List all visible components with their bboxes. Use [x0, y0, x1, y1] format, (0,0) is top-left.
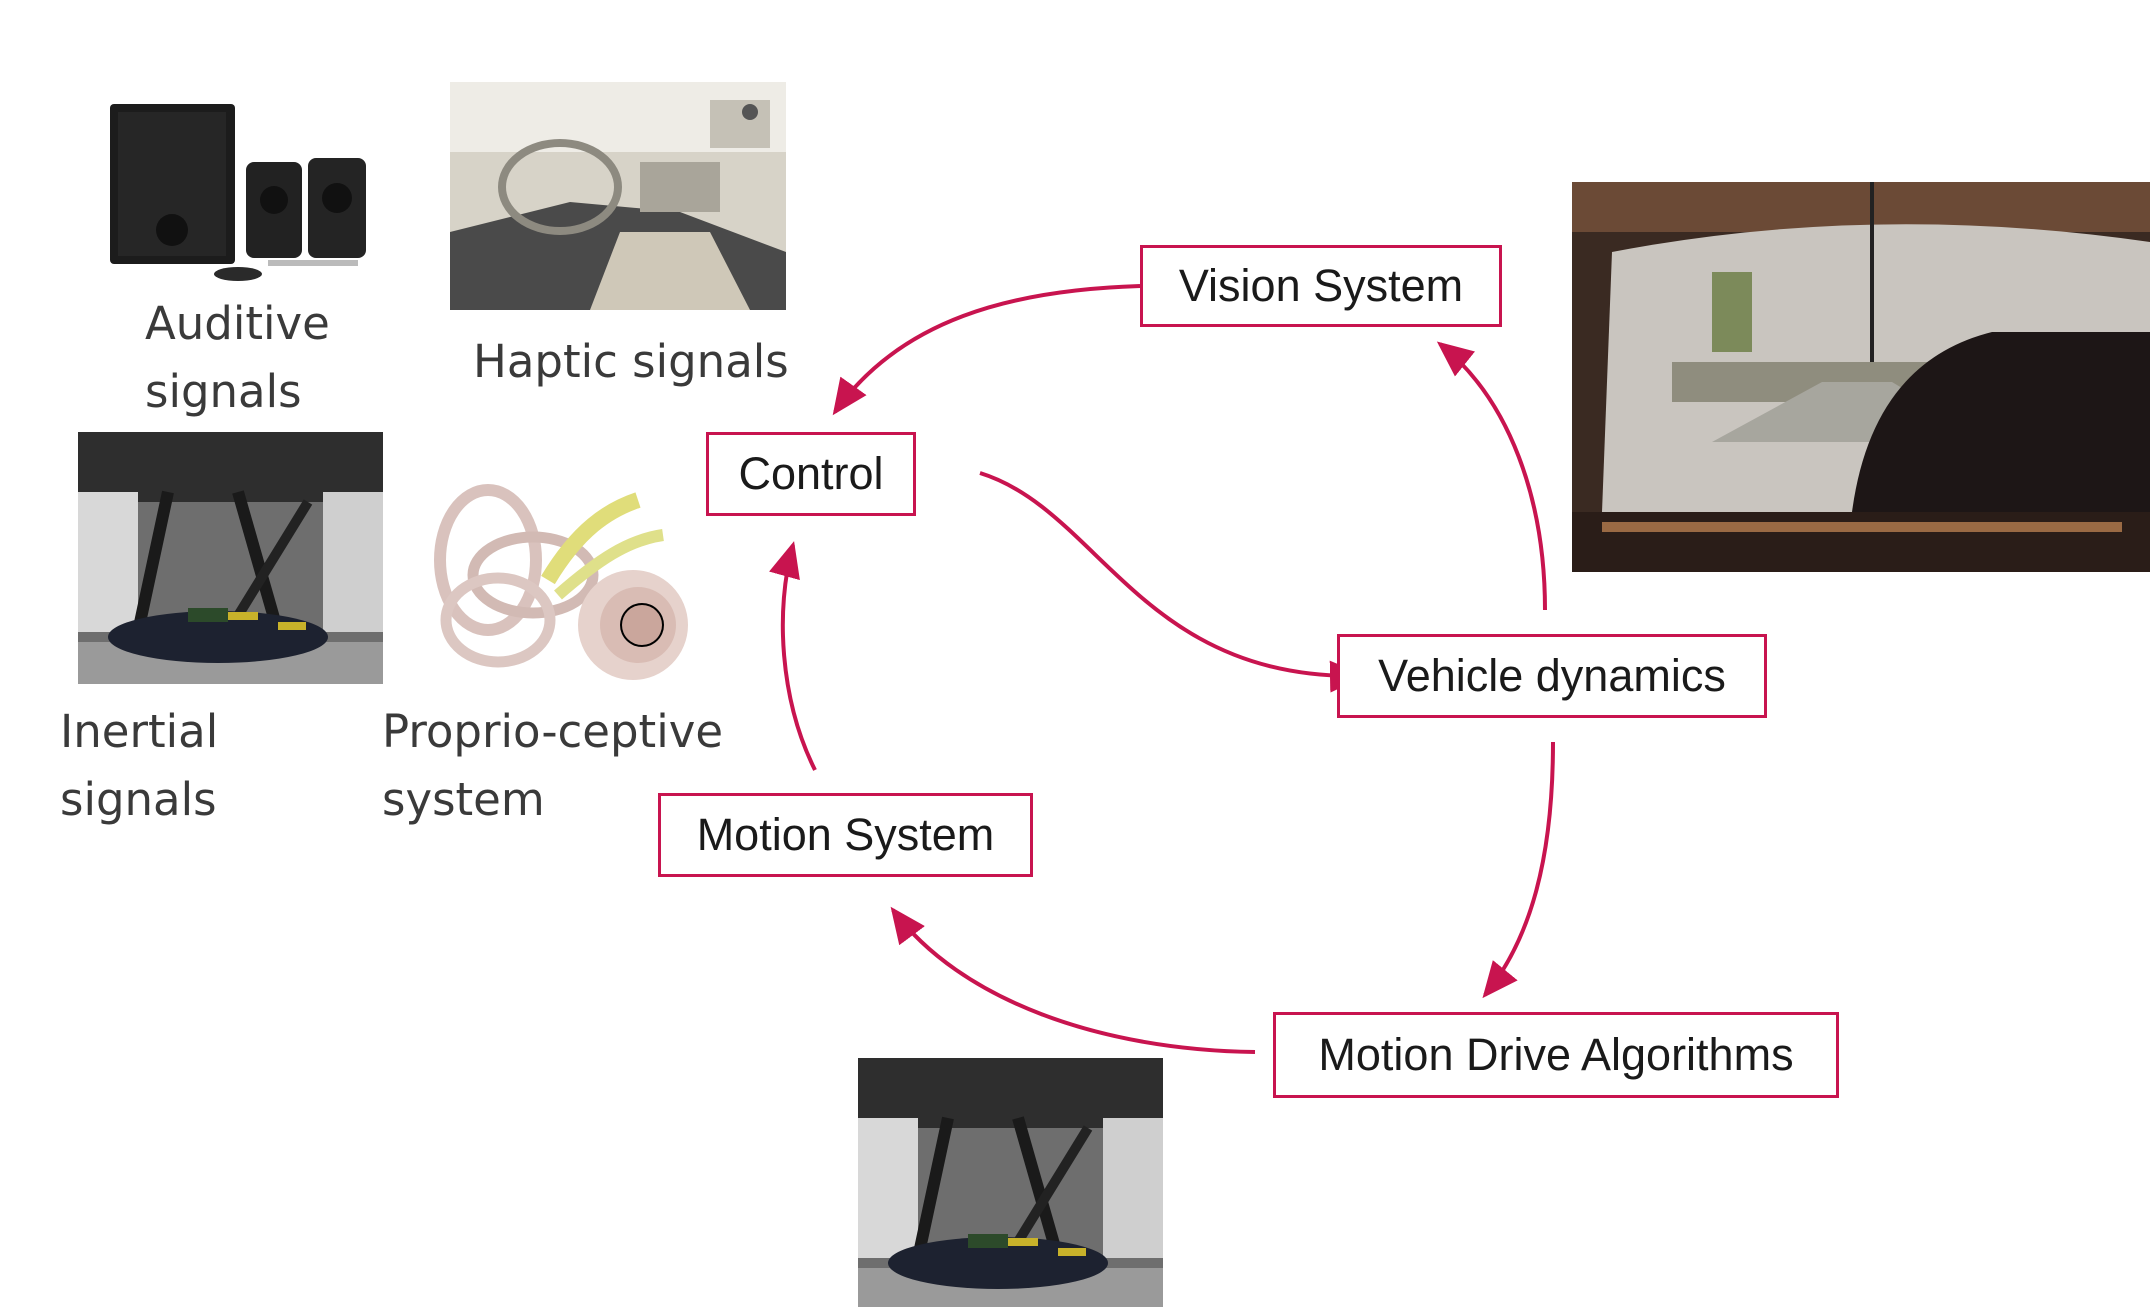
- arrow-vehicle-to-mda: [1482, 741, 1555, 999]
- arrow-motion-to-control: [769, 541, 817, 771]
- proprioceptive-system-caption: Proprio-ceptive system: [382, 698, 723, 834]
- motion-platform-photo: [78, 432, 383, 684]
- inner-ear-illustration: [428, 470, 713, 695]
- caption-line: Proprio-ceptive: [382, 705, 724, 758]
- motion-platform-photo-bottom: [858, 1058, 1163, 1307]
- caption-line: system: [382, 773, 545, 826]
- vehicle-dynamics-node: Vehicle dynamics: [1337, 634, 1767, 718]
- arrow-control-to-vehicle: [979, 471, 1366, 693]
- auditive-signals-caption: Auditive signals: [145, 290, 330, 426]
- caption-line: signals: [60, 773, 217, 826]
- motion-system-node: Motion System: [658, 793, 1033, 877]
- car-interior-photo: [450, 82, 786, 310]
- control-node: Control: [706, 432, 916, 516]
- speakers-photo: [108, 100, 370, 288]
- driving-simulator-photo: [1572, 182, 2150, 572]
- vision-system-node: Vision System: [1140, 245, 1502, 327]
- caption-line: Auditive: [145, 297, 330, 350]
- arrow-vision-to-control: [832, 284, 1141, 416]
- motion-drive-algorithms-node: Motion Drive Algorithms: [1273, 1012, 1839, 1098]
- inertial-signals-caption: Inertial signals: [60, 698, 218, 834]
- haptic-signals-caption: Haptic signals: [473, 328, 789, 396]
- arrow-mda-to-motion: [890, 906, 1256, 1054]
- caption-line: Haptic signals: [473, 335, 789, 388]
- arrow-vehicle-to-vision: [1436, 341, 1547, 611]
- caption-line: Inertial: [60, 705, 219, 758]
- caption-line: signals: [145, 365, 302, 418]
